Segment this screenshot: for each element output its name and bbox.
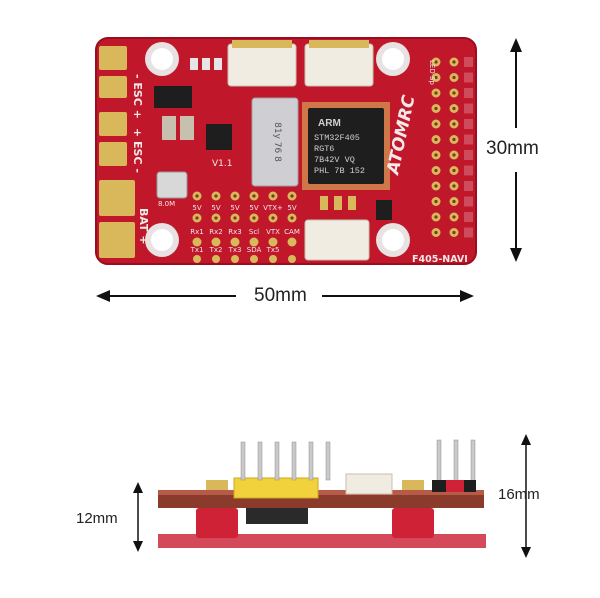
side-connector bbox=[345, 473, 393, 495]
left-height-dimension bbox=[133, 482, 143, 552]
pad-row2-label: SDA bbox=[247, 246, 262, 254]
pad-row1-label: Rx3 bbox=[228, 228, 241, 236]
pad-top-label: VTX+ bbox=[263, 204, 283, 212]
solder-pad bbox=[193, 255, 201, 263]
bottom-connector bbox=[304, 219, 370, 261]
solder-pad bbox=[287, 237, 297, 247]
height-label: 30mm bbox=[486, 138, 539, 159]
esc-label-top: - ESC + bbox=[131, 74, 144, 119]
right-height-dimension bbox=[521, 434, 531, 558]
solder-pad bbox=[211, 237, 221, 247]
pin-header bbox=[233, 477, 319, 499]
pad-row1-label: CAM bbox=[284, 228, 300, 236]
pad-row1-label: VTX bbox=[266, 228, 280, 236]
crystal-label: 8.0M bbox=[158, 200, 175, 208]
chip-logo: ARM bbox=[318, 118, 341, 129]
pad-top-label: 5V bbox=[192, 204, 201, 212]
flight-controller-side-view bbox=[133, 434, 531, 558]
header-pins bbox=[240, 439, 476, 485]
esc-label-middle: + ESC - bbox=[131, 128, 144, 173]
chip-line4: PHL 7B 152 bbox=[314, 166, 365, 176]
chip-line1: STM32F405 bbox=[314, 133, 360, 143]
width-dimension bbox=[96, 290, 474, 302]
version-label: V1.1 bbox=[212, 159, 232, 169]
height-dimension bbox=[510, 38, 522, 262]
sd-card-slot bbox=[251, 97, 299, 187]
chip-line2: RGT6 bbox=[314, 144, 334, 154]
pad-row2-label: Tx3 bbox=[228, 246, 242, 254]
solder-pad bbox=[288, 255, 296, 263]
pad-top-label: 5V bbox=[287, 204, 296, 212]
width-label: 50mm bbox=[254, 285, 307, 306]
top-connectors bbox=[227, 40, 374, 87]
mcu-chip: ARM STM32F405 RGT6 7B42V VQ PHL 7B 152 bbox=[302, 102, 390, 190]
pad-row1-label: Rx2 bbox=[209, 228, 222, 236]
pad-top-label: 5V bbox=[249, 204, 258, 212]
board-name: F405-NAVI bbox=[412, 254, 468, 265]
solder-pad bbox=[268, 237, 278, 247]
left-height-label: 12mm bbox=[76, 510, 118, 527]
right-height-label: 16mm bbox=[498, 486, 540, 503]
sd-card-text: 81y 76 8 bbox=[272, 122, 282, 162]
solder-pad bbox=[269, 255, 277, 263]
flight-controller-top-view: 81y 76 8 ARM STM32F405 RGT6 7B42V VQ PHL… bbox=[95, 37, 522, 302]
led-label: LED Sp bbox=[428, 60, 436, 85]
solder-pad bbox=[250, 255, 258, 263]
solder-pad bbox=[231, 255, 239, 263]
smd-components bbox=[154, 58, 392, 220]
pad-row2-label: Tx2 bbox=[209, 246, 223, 254]
right-spacer bbox=[392, 508, 434, 538]
solder-pad bbox=[249, 237, 259, 247]
chip-line3: 7B42V VQ bbox=[314, 155, 355, 165]
right-pin-column bbox=[431, 57, 473, 238]
pad-top-label: 5V bbox=[230, 204, 239, 212]
mounting-holes bbox=[145, 42, 410, 257]
solder-pad bbox=[192, 237, 202, 247]
pad-row2-label: Tx5 bbox=[266, 246, 280, 254]
left-spacer bbox=[196, 508, 238, 538]
pad-row1-label: Scl bbox=[249, 228, 259, 236]
solder-pad bbox=[230, 237, 240, 247]
uart-pad-grid: 5V 5V 5V 5V VTX+ 5V Rx1 Rx2 Rx3 Scl VTX CAM Tx1 Tx2 Tx… bbox=[190, 191, 300, 263]
esc-pads bbox=[99, 46, 135, 258]
pad-row1-label: Rx1 bbox=[190, 228, 203, 236]
solder-pad bbox=[212, 255, 220, 263]
bat-label: BAT + bbox=[137, 208, 150, 245]
pad-top-label: 5V bbox=[211, 204, 220, 212]
pad-row2-label: Tx1 bbox=[190, 246, 204, 254]
